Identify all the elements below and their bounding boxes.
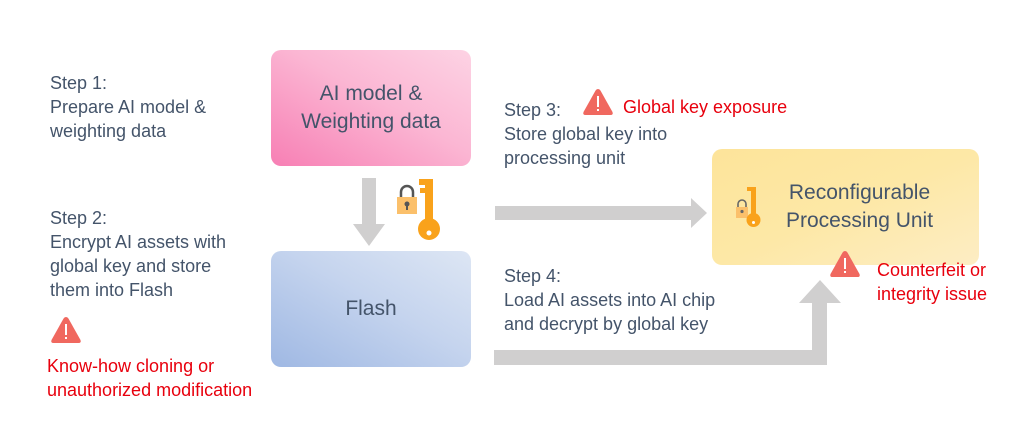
step2-title: Step 2: [50,208,108,228]
step2-text: Step 2: Encrypt AI assets with global ke… [50,206,226,302]
risk-counterfeit: Counterfeit or integrity issue [877,258,987,306]
risk-cloning-line1: Know-how cloning or [47,356,215,376]
key-icon [418,179,440,240]
step2-line1: Encrypt AI assets with [50,232,227,252]
ai-model-line2: Weighting data [301,110,441,133]
flash-label: Flash [345,297,397,320]
step4-line1: Load AI assets into AI chip [504,290,716,310]
arrow-down-icon [352,178,386,246]
ai-model-box: AI model & Weighting data [271,50,471,166]
lock-icon [397,184,417,214]
risk-cloning-line2: unauthorized modification [47,380,253,400]
ai-model-line1: AI model & [319,82,423,105]
risk-counterfeit-line2: integrity issue [877,284,988,304]
arrow-up-bent-icon [494,280,849,370]
lock-and-key-icon [393,175,443,243]
step4-text: Step 4: Load AI assets into AI chip and … [504,264,715,336]
step1-line1: Prepare AI model & [50,97,207,117]
warning-icon [582,87,614,117]
rpu-line1: Reconfigurable [788,181,931,204]
step2-line3: them into Flash [50,280,174,300]
warning-icon [829,249,861,279]
step3-line2: processing unit [504,148,626,168]
risk-global-key-line1: Global key exposure [623,97,788,117]
step2-line2: global key and store [50,256,212,276]
arrow-right-icon [495,198,707,228]
step1-line2: weighting data [50,121,167,141]
rpu-line2: Processing Unit [786,209,934,232]
risk-counterfeit-line1: Counterfeit or [877,260,987,280]
step4-line2: and decrypt by global key [504,314,709,334]
lock-and-key-icon [734,185,762,229]
step4-title: Step 4: [504,266,562,286]
step3-line1: Store global key into [504,124,668,144]
step3-text: Step 3: Store global key into processing… [504,98,667,170]
risk-cloning: Know-how cloning or unauthorized modific… [47,354,252,402]
warning-icon [50,315,82,345]
step1-title: Step 1: [50,73,108,93]
step3-title: Step 3: [504,100,562,120]
processing-unit-box: Reconfigurable Processing Unit [712,149,979,265]
risk-global-key: Global key exposure [623,95,787,119]
step1-text: Step 1: Prepare AI model & weighting dat… [50,71,206,143]
flash-box: Flash [271,251,471,367]
